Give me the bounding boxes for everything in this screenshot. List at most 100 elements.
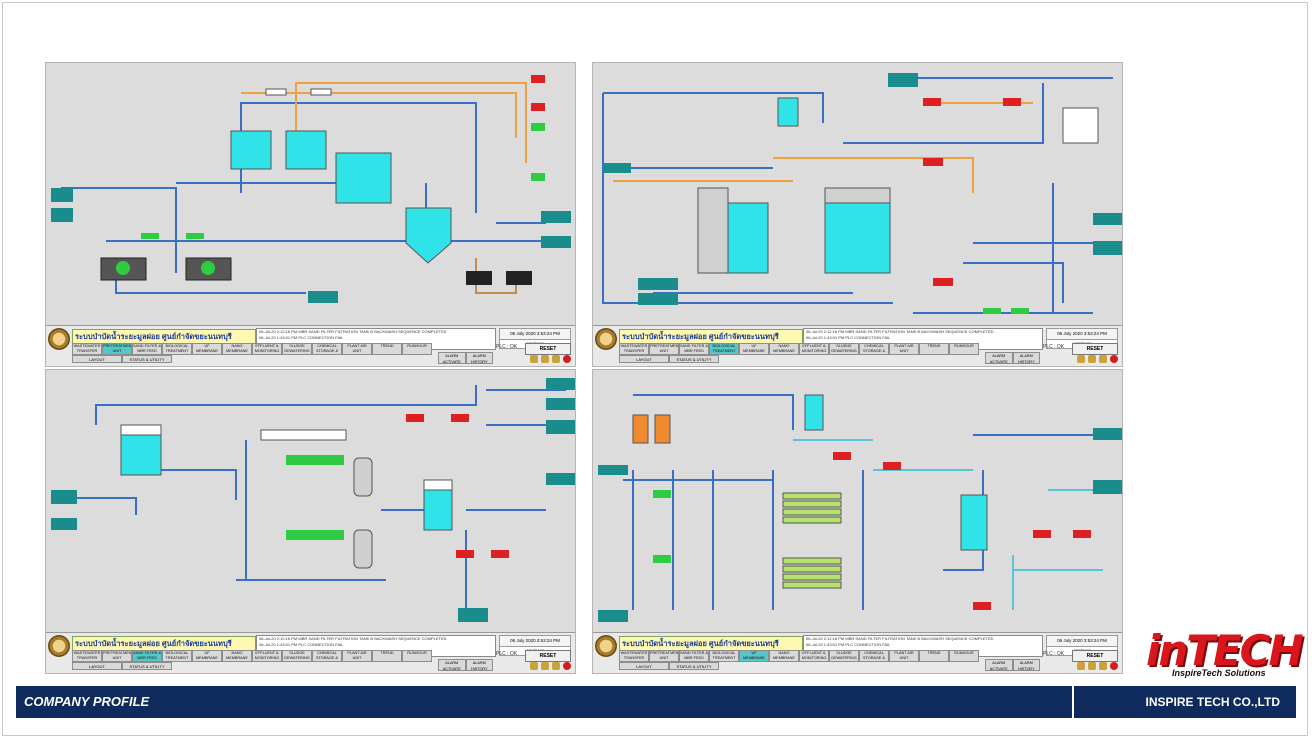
link-sludge[interactable] bbox=[1093, 241, 1123, 255]
key-icon[interactable] bbox=[1099, 355, 1107, 363]
link-eq-tank[interactable] bbox=[888, 73, 918, 87]
nav-plant-air[interactable]: PLANT AIR UNIT bbox=[889, 343, 919, 355]
nav-trend[interactable]: TREND bbox=[919, 343, 949, 355]
nav-plant-air[interactable]: PLANT AIR UNIT bbox=[889, 650, 919, 662]
nav-biological[interactable]: BIOLOGICAL TREATMENT UNIT bbox=[162, 650, 192, 662]
print-icon[interactable] bbox=[541, 662, 549, 670]
power-icon[interactable] bbox=[1110, 355, 1118, 363]
nav-trend[interactable]: TREND bbox=[919, 650, 949, 662]
print-icon[interactable] bbox=[1088, 355, 1096, 363]
link-drain[interactable] bbox=[1093, 428, 1123, 440]
nav-biological[interactable]: BIOLOGICAL TREATMENT UNIT bbox=[162, 343, 192, 355]
speaker-icon[interactable] bbox=[1077, 662, 1085, 670]
nav-sludge[interactable]: SLUDGE DEWATERING UNIT bbox=[829, 343, 859, 355]
nav-status[interactable]: STATUS & UTILITY bbox=[122, 662, 172, 670]
nav-wastewater[interactable]: WASTEWATER TRANSFER UNIT bbox=[619, 650, 649, 662]
nav-pretreatment[interactable]: PRETREATMENT UNIT bbox=[649, 343, 679, 355]
nav-runhour[interactable]: RUNHOUR bbox=[402, 650, 432, 662]
alarm-activate-button[interactable]: ALARM ACTIVATE bbox=[985, 659, 1013, 671]
nav-biological[interactable]: BIOLOGICAL TREATMENT UNIT bbox=[709, 650, 739, 662]
nav-runhour[interactable]: RUNHOUR bbox=[949, 650, 979, 662]
alarm-history-button[interactable]: ALARM HISTORY bbox=[1012, 659, 1040, 671]
link-permeate[interactable] bbox=[638, 278, 678, 290]
nav-status[interactable]: STATUS & UTILITY bbox=[669, 662, 719, 670]
link-nano[interactable] bbox=[1093, 480, 1123, 494]
nav-effluent[interactable]: EFFLUENT & MONITORING UNIT bbox=[252, 650, 282, 662]
nav-biological[interactable]: BIOLOGICAL TREATMENT UNIT bbox=[709, 343, 739, 355]
print-icon[interactable] bbox=[541, 355, 549, 363]
nav-wastewater[interactable]: WASTEWATER TRANSFER UNIT bbox=[619, 343, 649, 355]
nav-chemical[interactable]: CHEMICAL STORAGE & DOSING UNIT bbox=[312, 343, 342, 355]
nav-uf[interactable]: UF MEMBRANE UNIT bbox=[739, 343, 769, 355]
nav-plant-air[interactable]: PLANT AIR UNIT bbox=[342, 343, 372, 355]
alarm-history-button[interactable]: ALARM HISTORY bbox=[1012, 352, 1040, 364]
outlet-eq-2[interactable] bbox=[308, 291, 338, 303]
outlet-sludge[interactable] bbox=[541, 236, 571, 248]
link-rotary[interactable] bbox=[51, 490, 77, 504]
nav-runhour[interactable]: RUNHOUR bbox=[949, 343, 979, 355]
reset-button[interactable]: RESET bbox=[525, 343, 571, 355]
pump-chem-b[interactable] bbox=[506, 271, 532, 285]
nav-uf[interactable]: UF MEMBRANE UNIT bbox=[739, 650, 769, 662]
nav-wastewater[interactable]: WASTEWATER TRANSFER UNIT bbox=[72, 343, 102, 355]
alarm-activate-button[interactable]: ALARM ACTIVATE bbox=[438, 659, 466, 671]
link-air-blower[interactable] bbox=[546, 398, 576, 410]
nav-status[interactable]: STATUS & UTILITY bbox=[122, 355, 172, 363]
link-uf-feed[interactable] bbox=[603, 163, 631, 173]
link-uf-return[interactable] bbox=[638, 293, 678, 305]
print-icon[interactable] bbox=[1088, 662, 1096, 670]
pump-chem-a[interactable] bbox=[466, 271, 492, 285]
alarm-history-button[interactable]: ALARM HISTORY bbox=[465, 352, 493, 364]
nav-nano[interactable]: NANO MEMBRANE UNIT bbox=[222, 650, 252, 662]
link-uf[interactable] bbox=[1093, 213, 1123, 225]
nav-uf[interactable]: UF MEMBRANE UNIT bbox=[192, 650, 222, 662]
nav-chemical[interactable]: CHEMICAL STORAGE & DOSING UNIT bbox=[859, 650, 889, 662]
nav-sludge[interactable]: SLUDGE DEWATERING UNIT bbox=[829, 650, 859, 662]
speaker-icon[interactable] bbox=[530, 662, 538, 670]
nav-sludge[interactable]: SLUDGE DEWATERING UNIT bbox=[282, 343, 312, 355]
nav-trend[interactable]: TREND bbox=[372, 650, 402, 662]
inlet-box-2[interactable] bbox=[51, 208, 73, 222]
link-air-comp[interactable] bbox=[546, 378, 576, 390]
nav-sand-filter[interactable]: SAND FILTER & MBR FEED bbox=[679, 343, 709, 355]
nav-runhour[interactable]: RUNHOUR bbox=[402, 343, 432, 355]
nav-trend[interactable]: TREND bbox=[372, 343, 402, 355]
nav-layout[interactable]: LAYOUT bbox=[72, 662, 122, 670]
speaker-icon[interactable] bbox=[530, 355, 538, 363]
nav-wastewater[interactable]: WASTEWATER TRANSFER UNIT bbox=[72, 650, 102, 662]
nav-sand-filter[interactable]: SAND FILTER & MBR FEED bbox=[679, 650, 709, 662]
speaker-icon[interactable] bbox=[1077, 355, 1085, 363]
nav-effluent[interactable]: EFFLUENT & MONITORING UNIT bbox=[799, 650, 829, 662]
link-uf-feed[interactable] bbox=[598, 465, 628, 475]
alarm-activate-button[interactable]: ALARM ACTIVATE bbox=[985, 352, 1013, 364]
alarm-activate-button[interactable]: ALARM ACTIVATE bbox=[438, 352, 466, 364]
nav-pretreatment[interactable]: PRETREATMENT UNIT bbox=[649, 650, 679, 662]
nav-sand-filter[interactable]: SAND FILTER & MBR FEED bbox=[132, 650, 162, 662]
nav-effluent[interactable]: EFFLUENT & MONITORING UNIT bbox=[799, 343, 829, 355]
nav-layout[interactable]: LAYOUT bbox=[619, 662, 669, 670]
inlet-box-1[interactable] bbox=[51, 188, 73, 202]
nav-layout[interactable]: LAYOUT bbox=[619, 355, 669, 363]
nav-pretreatment[interactable]: PRETREATMENT UNIT bbox=[102, 343, 132, 355]
nav-sludge[interactable]: SLUDGE DEWATERING UNIT bbox=[282, 650, 312, 662]
reset-button[interactable]: RESET bbox=[1072, 650, 1118, 662]
power-icon[interactable] bbox=[563, 662, 571, 670]
nav-effluent[interactable]: EFFLUENT & MONITORING UNIT bbox=[252, 343, 282, 355]
link-return[interactable] bbox=[458, 608, 488, 622]
key-icon[interactable] bbox=[552, 662, 560, 670]
reset-button[interactable]: RESET bbox=[525, 650, 571, 662]
link-sedimentation[interactable] bbox=[51, 518, 77, 530]
nav-sand-filter[interactable]: SAND FILTER & MBR FEED bbox=[132, 343, 162, 355]
nav-chemical[interactable]: CHEMICAL STORAGE & DOSING UNIT bbox=[859, 343, 889, 355]
link-denitrification[interactable] bbox=[546, 473, 576, 485]
nav-chemical[interactable]: CHEMICAL STORAGE & DOSING UNIT bbox=[312, 650, 342, 662]
nav-pretreatment[interactable]: PRETREATMENT UNIT bbox=[102, 650, 132, 662]
link-denitrification[interactable] bbox=[598, 610, 628, 622]
nav-layout[interactable]: LAYOUT bbox=[72, 355, 122, 363]
nav-nano[interactable]: NANO MEMBRANE UNIT bbox=[769, 343, 799, 355]
alarm-history-button[interactable]: ALARM HISTORY bbox=[465, 659, 493, 671]
power-icon[interactable] bbox=[563, 355, 571, 363]
key-icon[interactable] bbox=[552, 355, 560, 363]
nav-plant-air[interactable]: PLANT AIR UNIT bbox=[342, 650, 372, 662]
reset-button[interactable]: RESET bbox=[1072, 343, 1118, 355]
